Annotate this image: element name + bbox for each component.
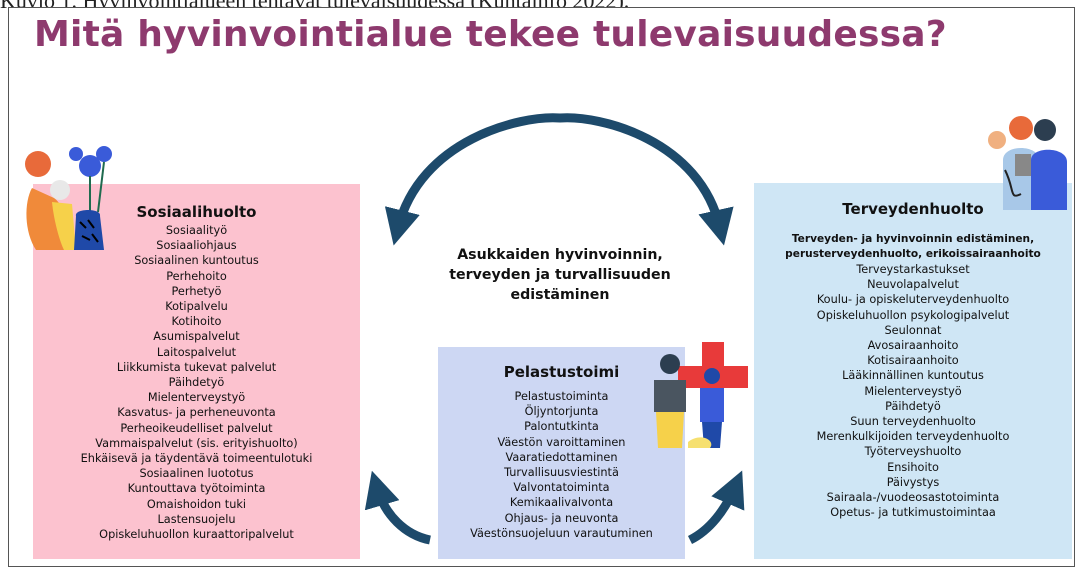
sosiaalihuolto-item: Perhetyö <box>171 284 222 298</box>
top-cycle-arrow <box>384 113 734 246</box>
terveydenhuolto-item: Työterveyshuolto <box>864 445 962 459</box>
sosiaalihuolto-title: Sosiaalihuolto <box>136 203 257 221</box>
terveydenhuolto-item: Koulu- ja opiskeluterveydenhuolto <box>816 293 1010 307</box>
terveydenhuolto-item: Päivystys <box>886 475 940 489</box>
terveydenhuolto-box: Terveydenhuolto Terveyden- ja hyvinvoinn… <box>754 183 1072 559</box>
terveydenhuolto-title: Terveydenhuolto <box>842 200 984 218</box>
terveydenhuolto-item: Merenkulkijoiden terveydenhuolto <box>816 430 1010 444</box>
terveydenhuolto-item: Kotisairaanhoito <box>867 354 959 368</box>
pelastustoimi-item: Väestön varoittaminen <box>497 435 626 449</box>
sosiaalihuolto-item: Päihdetyö <box>168 376 225 390</box>
terveydenhuolto-item: Opiskeluhuollon psykologipalvelut <box>816 308 1010 322</box>
figure-caption: Kuvio 1. Hyvinvointialueen tehtävät tule… <box>0 0 1077 8</box>
pelastustoimi-item: Turvallisuusviestintä <box>504 466 619 480</box>
center-statement: Asukkaiden hyvinvoinnin, terveyden ja tu… <box>430 245 690 305</box>
terveydenhuolto-item: Terveystarkastukset <box>856 263 970 276</box>
terveydenhuolto-item: Ensihoito <box>887 460 939 474</box>
center-line: terveyden ja turvallisuuden <box>449 267 671 283</box>
sosiaalihuolto-item: Laitospalvelut <box>156 345 237 359</box>
terveydenhuolto-item: Suun terveydenhuolto <box>850 415 976 429</box>
pelastustoimi-title: Pelastustoimi <box>503 363 620 381</box>
terveydenhuolto-item: Opetus- ja tutkimustoimintaa <box>830 506 996 520</box>
cycle-arrows <box>364 113 745 545</box>
sosiaalihuolto-item: Liikkumista tukevat palvelut <box>116 360 277 374</box>
pelastustoimi-item: Vaaratiedottaminen <box>505 450 618 464</box>
terveydenhuolto-item: Neuvolapalvelut <box>867 278 959 292</box>
center-line: edistäminen <box>510 287 610 303</box>
sosiaalihuolto-item: Asumispalvelut <box>153 330 240 344</box>
sosiaalihuolto-item: Sosiaalinen kuntoutus <box>134 254 259 268</box>
terveydenhuolto-item: Avosairaanhoito <box>867 339 959 353</box>
terveydenhuolto-item: Mielenterveystyö <box>864 384 962 398</box>
sosiaalihuolto-item: Kotipalvelu <box>165 300 228 314</box>
terveydenhuolto-subtitle-line: Terveyden- ja hyvinvoinnin edistäminen, <box>791 233 1035 245</box>
healthcare-workers-illustration <box>988 116 1067 210</box>
sosiaalihuolto-item: Sosiaalityö <box>165 224 228 237</box>
terveydenhuolto-item: Sairaala-/vuodeosastotoiminta <box>826 491 1000 505</box>
sosiaalihuolto-item: Vammaispalvelut (sis. erityishuolto) <box>95 436 298 450</box>
pelastustoimi-item: Kemikaalivalvonta <box>509 496 614 510</box>
terveydenhuolto-item: Lääkinnällinen kuntoutus <box>842 369 984 383</box>
pelastustoimi-item: Pelastustoiminta <box>514 390 609 403</box>
sosiaalihuolto-item: Kasvatus- ja perheneuvonta <box>117 406 276 420</box>
sosiaalihuolto-item: Ehkäisevä ja täydentävä toimeentulotuki <box>80 452 313 466</box>
sosiaalihuolto-item: Opiskeluhuollon kuraattoripalvelut <box>99 528 294 542</box>
sosiaalihuolto-item: Sosiaaliohjaus <box>156 239 237 253</box>
terveydenhuolto-subtitle-line: perusterveydenhuolto, erikoissairaanhoit… <box>785 248 1041 260</box>
pelastustoimi-item: Öljyntorjunta <box>524 405 599 419</box>
terveydenhuolto-item: Seulonnat <box>884 323 942 337</box>
rescue-workers-illustration <box>654 342 748 448</box>
sosiaalihuolto-item: Omaishoidon tuki <box>146 497 247 511</box>
terveydenhuolto-item: Päihdetyö <box>885 399 941 413</box>
sosiaalihuolto-item: Lastensuojelu <box>157 512 236 526</box>
pelastustoimi-item: Väestönsuojeluun varautuminen <box>470 526 653 540</box>
right-bottom-arrow <box>687 470 745 545</box>
sosiaalihuolto-item: Perheoikeudelliset palvelut <box>120 421 273 435</box>
pelastustoimi-item: Valvontatoiminta <box>513 481 610 495</box>
pelastustoimi-item: Ohjaus- ja neuvonta <box>504 511 619 525</box>
page-title: Mitä hyvinvointialue tekee tulevaisuudes… <box>34 14 947 55</box>
sosiaalihuolto-item: Sosiaalinen luototus <box>139 467 254 481</box>
sosiaalihuolto-item: Perhehoito <box>166 269 227 283</box>
sosiaalihuolto-item: Kotihoito <box>171 315 222 329</box>
center-line: Asukkaiden hyvinvoinnin, <box>457 247 663 263</box>
left-bottom-arrow <box>364 470 432 545</box>
sosiaalihuolto-item: Mielenterveystyö <box>147 391 246 405</box>
sosiaalihuolto-item: Kuntouttava työtoiminta <box>127 482 266 496</box>
pelastustoimi-item: Palontutkinta <box>524 420 599 434</box>
social-worker-illustration <box>25 146 112 250</box>
